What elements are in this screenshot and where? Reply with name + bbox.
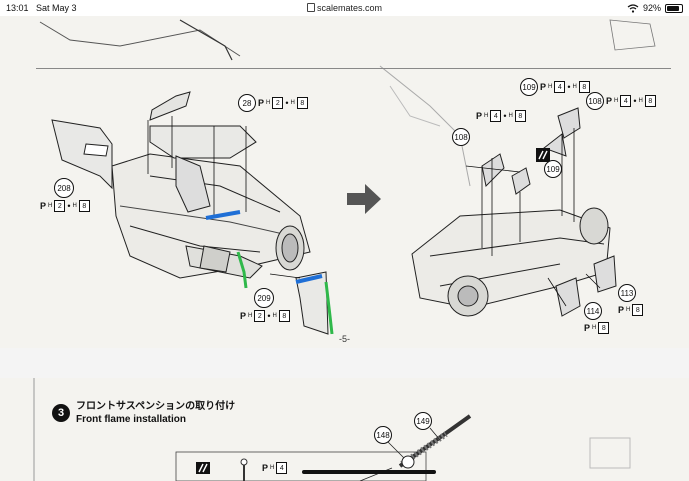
blue-highlight-2 [295,274,323,284]
url-text: scalemates.com [316,3,383,13]
battery-percent: 92% [642,3,661,13]
right-assembly-drawing [379,65,617,317]
battery-icon [665,3,683,13]
callout-part-109-mid: 109 [544,160,562,178]
section-divider [36,68,671,69]
callout-part-108-left: 108 [452,128,470,146]
brand-logo-icon [536,148,550,162]
step-title-en: Front flame installation [76,414,187,425]
step-title-jp: フロントサスペンションの取り付け [76,401,236,412]
status-time: 13:01 [6,3,29,13]
wifi-icon [627,3,639,13]
step-arrow-icon [347,184,381,214]
status-time-date: 13:01 Sat May 3 [6,3,77,13]
page-gap [0,348,689,378]
manual-drawing-page6 [33,378,631,481]
status-icons: 92% [627,3,683,13]
green-highlight-1 [236,251,248,289]
step-header: 3 フロントサスペンションの取り付け Front flame installat… [52,400,235,426]
callout-part-149: 149 [414,412,432,430]
status-date: Sat May 3 [36,3,77,13]
brand-logo-icon-2 [196,462,210,474]
green-highlight-2 [324,281,334,335]
lock-icon [306,3,315,12]
home-indicator[interactable] [302,470,436,474]
step-number: 3 [52,404,70,422]
instruction-page-6[interactable]: 3 フロントサスペンションの取り付け Front flame installat… [0,378,689,481]
callout-part-148: 148 [374,426,392,444]
blue-highlight-1 [205,210,241,220]
page-number: -5- [339,334,350,344]
status-bar: 13:01 Sat May 3 scalemates.com 92% [0,0,689,16]
right-leader-lines [465,128,601,307]
address-bar[interactable]: scalemates.com [0,3,689,13]
manual-drawing-page5 [39,19,656,335]
left-leader-lines [147,116,301,279]
